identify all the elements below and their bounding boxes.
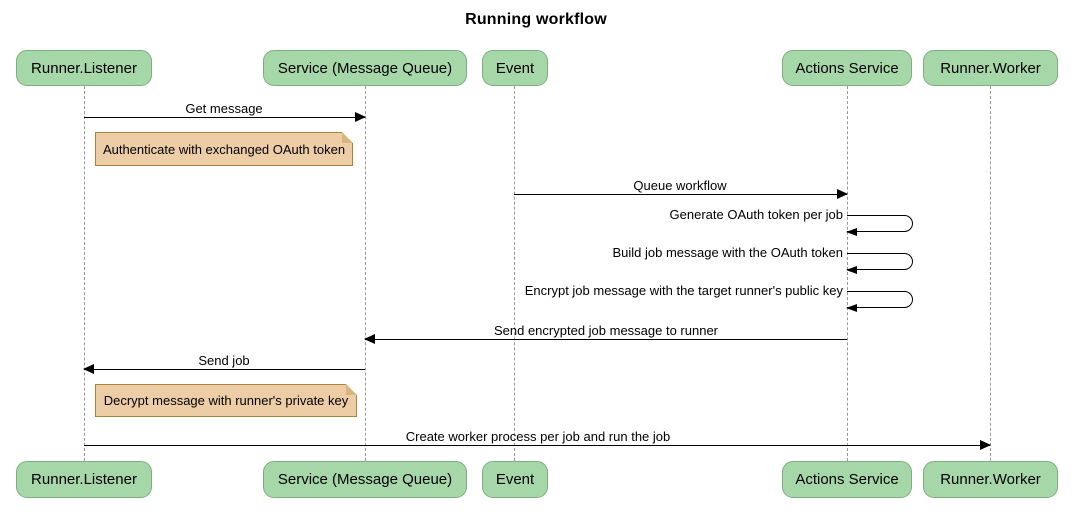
participant-top-runner-listener: Runner.Listener [16, 50, 152, 86]
message-label-create-worker-process: Create worker process per job and run th… [405, 429, 671, 444]
participant-top-service-message-queue: Service (Message Queue) [263, 50, 467, 86]
message-label-generate-oauth-token: Generate OAuth token per job [669, 207, 843, 222]
message-label-get-message: Get message [185, 101, 263, 116]
message-label-encrypt-job-message: Encrypt job message with the target runn… [524, 283, 843, 298]
participant-bottom-actions-service: Actions Service [782, 461, 912, 498]
participant-bottom-service-message-queue: Service (Message Queue) [263, 461, 467, 498]
arrowhead-icon [83, 364, 94, 374]
participant-bottom-event: Event [482, 461, 548, 498]
message-label-build-job-message: Build job message with the OAuth token [612, 245, 843, 260]
message-label-send-job: Send job [198, 353, 250, 368]
participant-top-actions-service: Actions Service [782, 50, 912, 86]
participant-top-event: Event [482, 50, 548, 86]
lifeline-runner-listener [84, 86, 85, 461]
arrowhead-icon [355, 112, 366, 122]
lifeline-service-message-queue [365, 86, 366, 461]
message-arrow-create-worker-process [84, 440, 991, 450]
message-label-send-encrypted-job-message: Send encrypted job message to runner [493, 323, 719, 338]
self-message-arrow-encrypt-job-message [846, 291, 913, 312]
arrowhead-icon [846, 266, 857, 274]
message-arrow-get-message [84, 112, 366, 122]
self-message-arrow-generate-oauth-token [846, 215, 913, 236]
message-label-queue-workflow: Queue workflow [633, 178, 727, 193]
arrowhead-icon [846, 228, 857, 236]
arrowhead-icon [980, 440, 991, 450]
arrowhead-icon [837, 189, 848, 199]
participant-bottom-runner-worker: Runner.Worker [923, 461, 1058, 498]
arrowhead-icon [364, 334, 375, 344]
participant-bottom-runner-listener: Runner.Listener [16, 461, 152, 498]
lifeline-runner-worker [990, 86, 991, 461]
message-arrow-send-job [83, 364, 365, 374]
note-authenticate-oauth: Authenticate with exchanged OAuth token [95, 132, 353, 166]
message-arrow-queue-workflow [514, 189, 848, 199]
note-decrypt-private-key: Decrypt message with runner's private ke… [95, 384, 357, 417]
self-message-arrow-build-job-message [846, 253, 913, 274]
participant-top-runner-worker: Runner.Worker [923, 50, 1058, 86]
arrowhead-icon [846, 304, 857, 312]
diagram-title: Running workflow [465, 11, 607, 28]
message-arrow-send-encrypted-job-message [364, 334, 847, 344]
lifeline-event [514, 86, 515, 461]
